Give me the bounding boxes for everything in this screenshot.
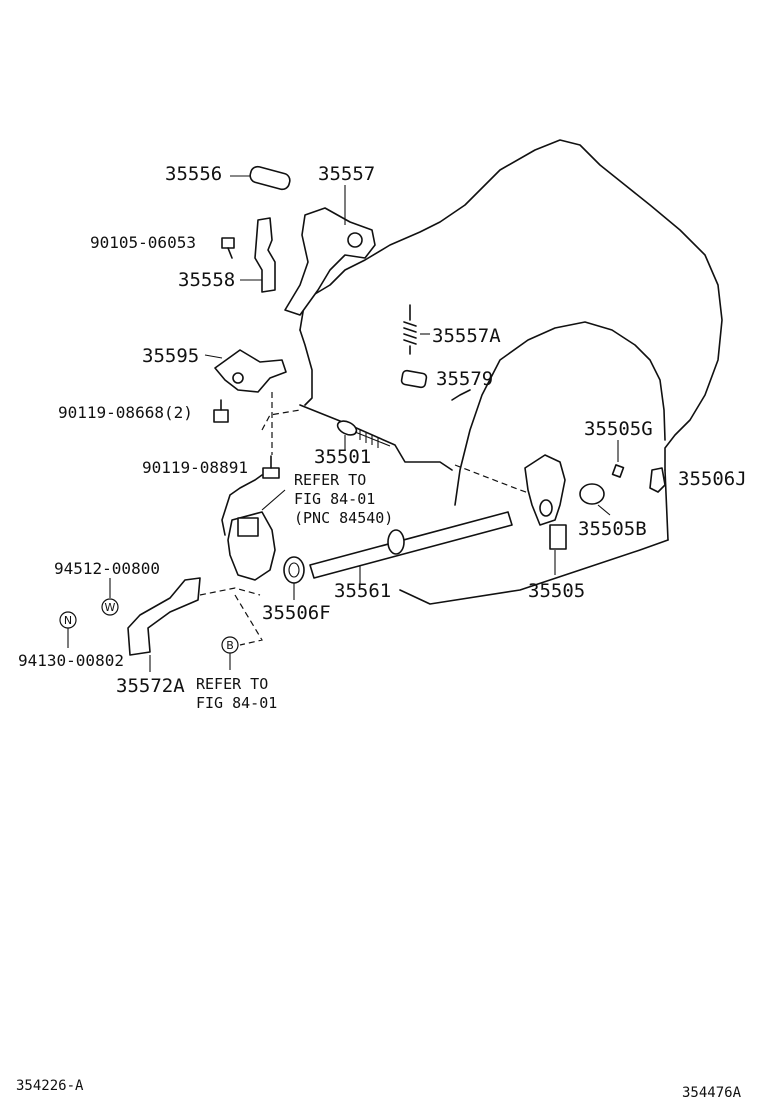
refer-note-2-line-2: FIG 84-01 <box>196 694 277 712</box>
label-35572A: 35572A <box>116 675 185 697</box>
part-35505G-pin <box>611 464 625 478</box>
label-35595: 35595 <box>142 345 199 367</box>
bell-housing-inner <box>451 389 471 401</box>
label-90119-08668: 90119-08668(2) <box>58 403 193 422</box>
part-35505-detent-lever <box>524 454 566 526</box>
label-35505G: 35505G <box>584 418 653 440</box>
case-left-body <box>221 474 263 536</box>
label-35557A: 35557A <box>432 325 501 347</box>
part-35556-pin <box>249 165 291 191</box>
label-35506J: 35506J <box>678 468 747 490</box>
label-94130-00802: 94130-00802 <box>18 651 124 670</box>
label-94512-00800: 94512-00800 <box>54 559 160 578</box>
part-35557A-spring <box>403 304 417 355</box>
label-90119-08891: 90119-08891 <box>142 458 248 477</box>
refer-note-1-line-2: FIG 84-01 <box>294 490 375 508</box>
label-35561: 35561 <box>334 580 391 602</box>
svg-text:W: W <box>105 601 116 614</box>
transmission-case-lower <box>299 329 313 406</box>
case-bottom-line <box>399 539 669 605</box>
label-35556: 35556 <box>165 163 222 185</box>
part-35505B-collar <box>579 483 611 516</box>
marker-w: W <box>101 598 119 616</box>
part-35561-shaft <box>309 511 513 585</box>
bell-housing-outline <box>454 321 666 506</box>
transmission-case-outline <box>299 139 723 471</box>
svg-text:B: B <box>226 639 234 652</box>
part-35506F-seal <box>283 556 305 600</box>
svg-text:N: N <box>64 614 72 627</box>
part-90119-08891-bolt <box>262 455 280 479</box>
part-35579-pin <box>400 369 428 389</box>
label-35506F: 35506F <box>262 602 331 624</box>
label-90105-06053: 90105-06053 <box>90 233 196 252</box>
part-35558-spring <box>254 217 276 293</box>
part-35501-rod <box>299 404 453 471</box>
label-35558: 35558 <box>178 269 235 291</box>
part-90105-bolt <box>221 237 235 259</box>
label-35557: 35557 <box>318 163 375 185</box>
refer-note-1-line-3: (PNC 84540) <box>294 509 393 527</box>
label-35505: 35505 <box>528 580 585 602</box>
case-right-edge <box>664 469 669 541</box>
part-35506J-clip <box>649 467 666 493</box>
marker-n: N <box>59 611 77 629</box>
label-35501: 35501 <box>314 446 371 468</box>
footer-right-code: 354476A <box>682 1085 742 1101</box>
marker-b: B <box>221 636 239 654</box>
part-35595-bracket <box>214 349 287 393</box>
refer-note-1-line-1: REFER TO <box>294 471 366 489</box>
part-90119-08668-bolt <box>213 399 229 423</box>
refer-note-2-line-1: REFER TO <box>196 675 268 693</box>
label-35579: 35579 <box>436 368 493 390</box>
part-35572A-control-rod <box>127 577 201 656</box>
footer-left-code: 354226-A <box>16 1078 84 1094</box>
label-35505B: 35505B <box>578 518 647 540</box>
